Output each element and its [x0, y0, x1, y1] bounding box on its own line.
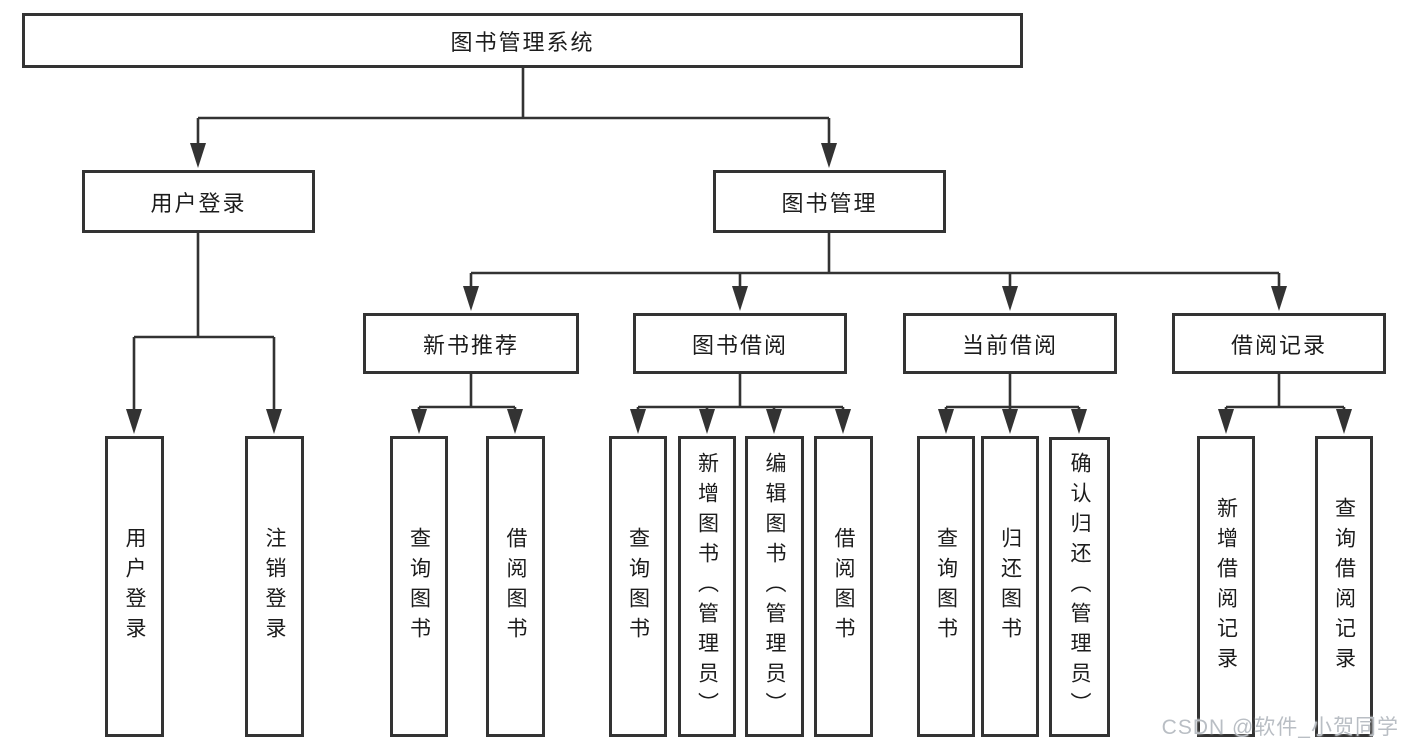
node-current-borrowing: 当前借阅: [903, 313, 1117, 374]
node-book-management: 图书管理: [713, 170, 946, 233]
leaf-borrow-books: 借阅图书: [814, 436, 873, 737]
leaf-edit-books-admin: 编辑图书（管理员）: [745, 436, 804, 737]
leaf-confirm-return-admin: 确认归还（管理员）: [1049, 437, 1110, 737]
arrowheads: [126, 143, 1352, 434]
node-book-borrowing: 图书借阅: [633, 313, 847, 374]
leaf-query-borrow-record: 查询借阅记录: [1315, 436, 1373, 737]
node-borrowing-records: 借阅记录: [1172, 313, 1386, 374]
csdn-watermark: CSDN @软件_小贺同学: [1161, 716, 1399, 739]
leaf-logout: 注销登录: [245, 436, 304, 737]
leaf-return-books: 归还图书: [981, 436, 1039, 737]
leaf-user-login: 用户登录: [105, 436, 164, 737]
leaf-query-books-current: 查询图书: [917, 436, 975, 737]
leaf-query-books-recommend: 查询图书: [390, 436, 448, 737]
node-new-book-recommendation: 新书推荐: [363, 313, 579, 374]
connector-lines: [132, 68, 1346, 416]
leaf-add-books-admin: 新增图书（管理员）: [678, 436, 736, 737]
leaf-add-borrow-record: 新增借阅记录: [1197, 436, 1255, 737]
node-library-system: 图书管理系统: [22, 13, 1023, 68]
leaf-query-books-borrow: 查询图书: [609, 436, 667, 737]
leaf-borrow-books-recommend: 借阅图书: [486, 436, 545, 737]
node-user-login: 用户登录: [82, 170, 315, 233]
